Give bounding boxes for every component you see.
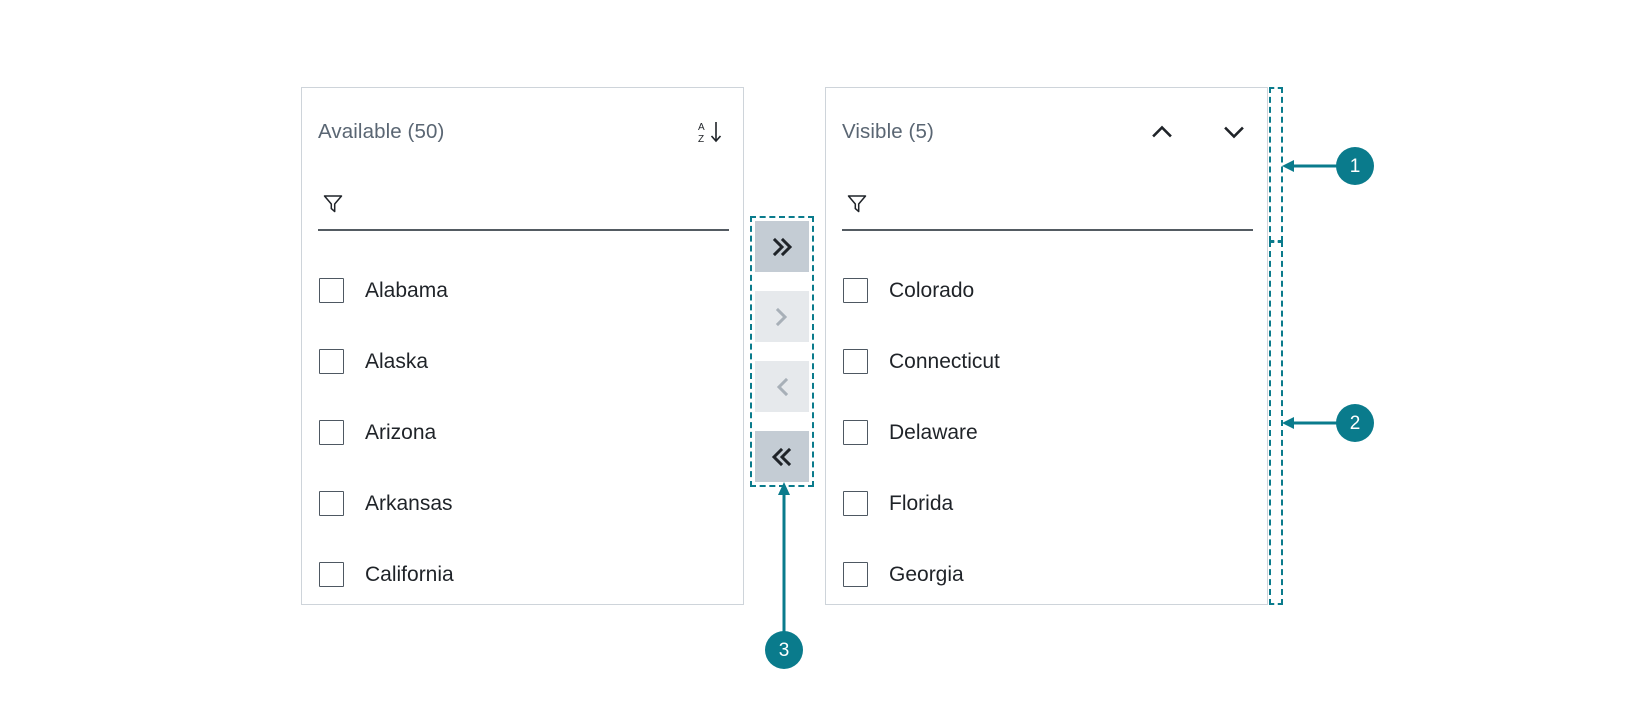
annotation-leader-3 — [778, 482, 790, 633]
annotation-callout-2[interactable]: 2 — [1336, 404, 1374, 442]
checkbox[interactable] — [319, 278, 344, 303]
chevron-down-icon[interactable] — [1219, 117, 1249, 147]
annotation-leader-1 — [1282, 160, 1340, 172]
list-item[interactable]: Alabama — [302, 255, 743, 326]
list-item-label: Arizona — [365, 420, 437, 444]
list-item[interactable]: Colorado — [826, 255, 1267, 326]
available-panel-header: Available (50) A Z — [302, 88, 743, 176]
visible-panel-title: Visible (5) — [842, 120, 934, 143]
list-item-label: Georgia — [889, 562, 964, 586]
visible-filter-row — [842, 176, 1253, 231]
available-panel: Available (50) A Z — [301, 87, 744, 605]
annotation-region-1 — [1269, 87, 1283, 242]
list-item[interactable]: Georgia — [826, 539, 1267, 604]
annotation-region-2 — [1269, 241, 1283, 605]
double-chevron-right-icon — [772, 237, 793, 256]
list-item-label: Alabama — [365, 278, 448, 302]
annotation-callout-3[interactable]: 3 — [765, 631, 803, 669]
move-all-left-button[interactable] — [755, 431, 809, 482]
svg-text:Z: Z — [698, 134, 704, 145]
checkbox[interactable] — [319, 420, 344, 445]
move-all-right-button[interactable] — [755, 221, 809, 272]
list-item-label: Florida — [889, 491, 954, 515]
list-item[interactable]: Arizona — [302, 397, 743, 468]
chevron-right-icon — [775, 307, 788, 326]
list-item[interactable]: Florida — [826, 468, 1267, 539]
list-item[interactable]: Alaska — [302, 326, 743, 397]
checkbox[interactable] — [843, 349, 868, 374]
checkbox[interactable] — [319, 491, 344, 516]
available-filter-row — [318, 176, 729, 231]
list-item-label: Connecticut — [889, 349, 1000, 373]
svg-text:A: A — [698, 122, 705, 133]
visible-panel-header: Visible (5) — [826, 88, 1267, 176]
available-filter-input[interactable] — [348, 176, 729, 229]
available-header-actions: A Z — [695, 117, 725, 147]
available-list: Alabama Alaska Arizona Arkansas Californ… — [302, 238, 743, 604]
list-item[interactable]: California — [302, 539, 743, 604]
checkbox[interactable] — [843, 562, 868, 587]
available-panel-title: Available (50) — [318, 120, 445, 143]
move-right-button[interactable] — [755, 291, 809, 342]
visible-filter-input[interactable] — [872, 176, 1253, 229]
list-item-label: Alaska — [365, 349, 429, 373]
checkbox[interactable] — [843, 278, 868, 303]
list-item[interactable]: Delaware — [826, 397, 1267, 468]
filter-funnel-icon[interactable] — [842, 188, 872, 218]
visible-panel: Visible (5) — [825, 87, 1268, 605]
list-item-label: Colorado — [889, 278, 975, 302]
move-left-button[interactable] — [755, 361, 809, 412]
list-item-label: Delaware — [889, 420, 978, 444]
visible-list: Colorado Connecticut Delaware Florida Ge… — [826, 238, 1267, 604]
checkbox[interactable] — [319, 562, 344, 587]
checkbox[interactable] — [843, 491, 868, 516]
checkbox[interactable] — [843, 420, 868, 445]
chevron-left-icon — [776, 377, 789, 396]
annotation-leader-2 — [1282, 417, 1340, 429]
visible-header-actions — [1147, 117, 1249, 147]
list-item-label: Arkansas — [365, 491, 453, 515]
checkbox[interactable] — [319, 349, 344, 374]
transfer-button-stack — [755, 221, 809, 482]
list-item[interactable]: Arkansas — [302, 468, 743, 539]
filter-funnel-icon[interactable] — [318, 188, 348, 218]
list-item[interactable]: Connecticut — [826, 326, 1267, 397]
chevron-up-icon[interactable] — [1147, 117, 1177, 147]
double-chevron-left-icon — [771, 447, 792, 466]
list-item-label: California — [365, 562, 454, 586]
sort-az-descending-icon[interactable]: A Z — [695, 117, 725, 147]
annotation-callout-1[interactable]: 1 — [1336, 147, 1374, 185]
